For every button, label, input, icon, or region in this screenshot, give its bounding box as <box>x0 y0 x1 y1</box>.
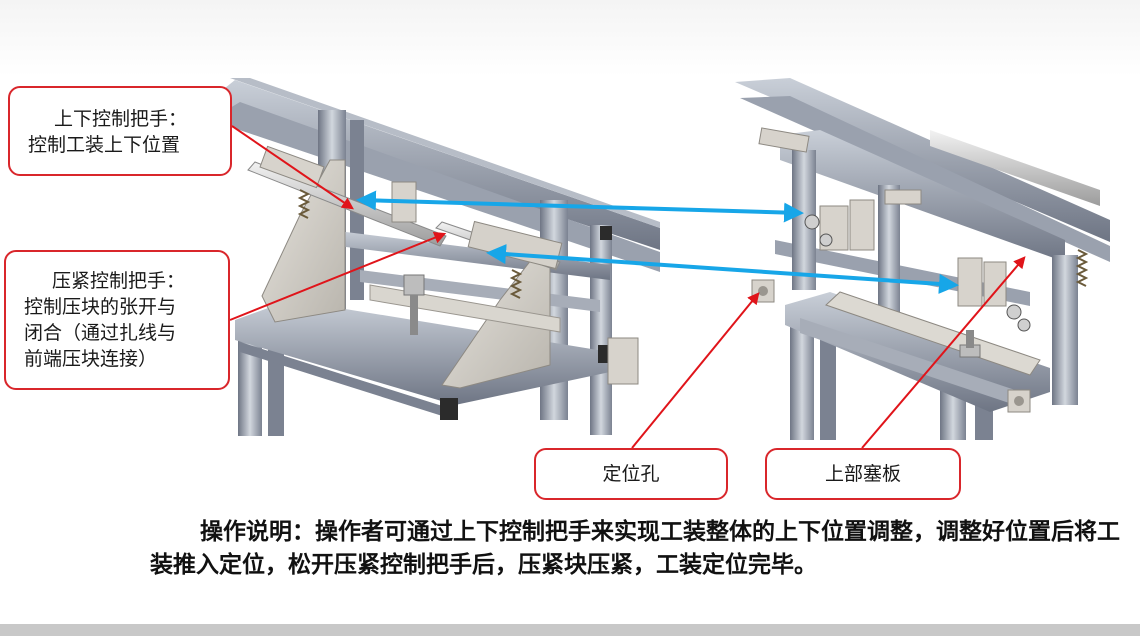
left-fixture <box>210 78 660 436</box>
callout-locating-hole: 定位孔 <box>534 448 728 500</box>
callout-clamp-handle-text-3: 前端压块连接） <box>24 348 158 370</box>
callout-top-plate-text: 上部塞板 <box>824 463 901 485</box>
callout-clamp-handle-text-2: 闭合（通过扎线与 <box>24 322 177 344</box>
callout-up-down-handle: 上下控制把手： 控制工装上下位置 <box>8 86 232 176</box>
right-fixture <box>730 78 1110 440</box>
callout-clamp-handle-title: 压紧控制把手： <box>52 270 186 292</box>
callout-top-plate: 上部塞板 <box>765 448 961 500</box>
operation-description: 操作说明：操作者可通过上下控制把手来实现工装整体的上下位置调整，调整好位置后将工… <box>150 516 1125 582</box>
callout-clamp-handle: 压紧控制把手： 控制压块的张开与 闭合（通过扎线与 前端压块连接） <box>4 250 230 390</box>
callout-locating-hole-text: 定位孔 <box>602 463 660 485</box>
callout-clamp-handle-text-1: 控制压块的张开与 <box>24 296 177 318</box>
callout-pointers <box>229 125 1026 449</box>
link-arrows <box>356 190 959 294</box>
bottom-bar <box>0 624 1140 636</box>
callout-up-down-handle-text: 控制工装上下位置 <box>28 134 181 156</box>
operation-description-text: 操作说明：操作者可通过上下控制把手来实现工装整体的上下位置调整，调整好位置后将工… <box>150 519 1120 578</box>
callout-up-down-handle-title: 上下控制把手： <box>54 108 188 130</box>
